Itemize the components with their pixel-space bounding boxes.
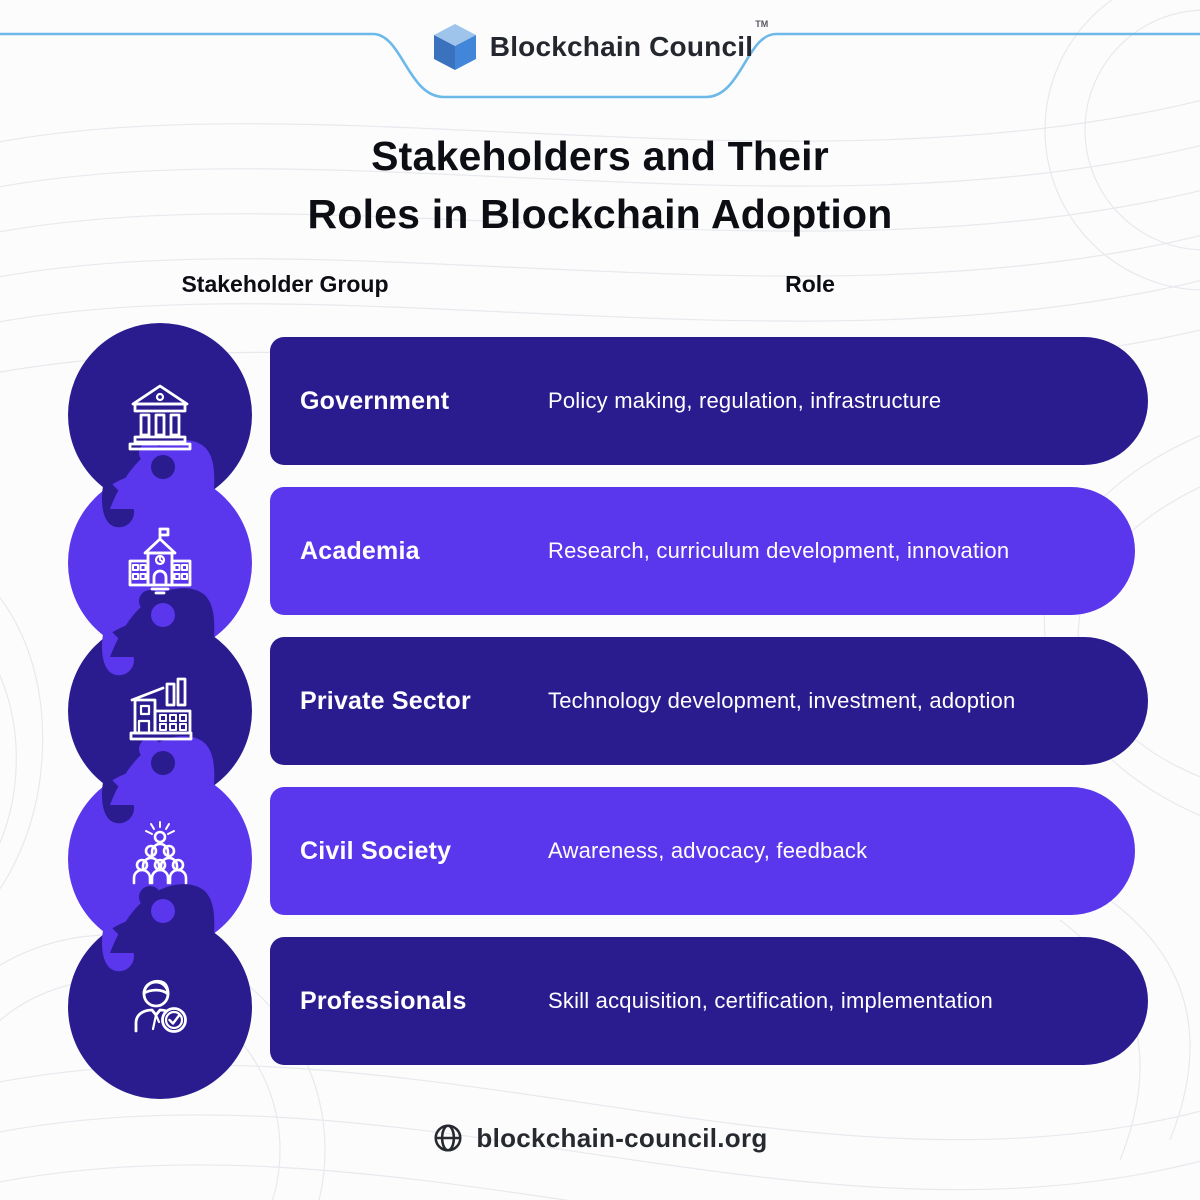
column-header-stakeholder-group: Stakeholder Group: [181, 271, 389, 297]
header-accent-curve: [0, 32, 1200, 99]
junction-3: [102, 736, 215, 824]
junction-2: [102, 588, 215, 676]
role-text: Skill acquisition, certification, implem…: [548, 988, 993, 1013]
row-civil-society: Civil Society Awareness, advocacy, feedb…: [270, 787, 1135, 915]
row-government: Government Policy making, regulation, in…: [270, 337, 1148, 465]
junction-4: [102, 884, 215, 972]
column-header-role: Role: [785, 271, 835, 297]
page-title: Stakeholders and Their Roles in Blockcha…: [0, 127, 1200, 243]
role-text: Awareness, advocacy, feedback: [548, 838, 868, 863]
stakeholder-chain: [68, 323, 252, 1099]
school-icon: [128, 527, 192, 595]
brand-name-text: Blockchain Council: [489, 31, 754, 62]
group-label: Private Sector: [300, 686, 471, 715]
group-label: Government: [300, 386, 450, 415]
brand-name: Blockchain CouncilTM: [489, 19, 768, 63]
group-label: Professionals: [300, 986, 467, 1015]
globe-icon: [434, 1124, 462, 1152]
bank-icon: [128, 384, 192, 451]
junction-1: [102, 440, 215, 528]
blockchain-cube-icon: [433, 24, 476, 70]
role-text: Policy making, regulation, infrastructur…: [548, 388, 942, 413]
role-text: Technology development, investment, adop…: [548, 688, 1016, 713]
brand-logo: Blockchain CouncilTM: [0, 19, 1200, 72]
factory-icon: [129, 677, 193, 741]
group-label: Academia: [300, 536, 420, 565]
page-title-line2: Roles in Blockchain Adoption: [307, 191, 893, 237]
role-text: Research, curriculum development, innova…: [548, 538, 1010, 563]
footer: blockchain-council.org: [0, 1122, 1200, 1154]
website-text: blockchain-council.org: [476, 1122, 768, 1153]
stakeholder-table: Government Policy making, regulation, in…: [270, 337, 1148, 1087]
row-academia: Academia Research, curriculum developmen…: [270, 487, 1135, 615]
row-private-sector: Private Sector Technology development, i…: [270, 637, 1148, 765]
group-label: Civil Society: [300, 836, 452, 865]
row-professionals: Professionals Skill acquisition, certifi…: [270, 937, 1148, 1065]
page-title-line1: Stakeholders and Their: [371, 133, 829, 179]
people-pyramid-icon: [132, 821, 188, 885]
person-check-icon: [134, 979, 187, 1033]
brand-trademark: TM: [755, 19, 769, 29]
